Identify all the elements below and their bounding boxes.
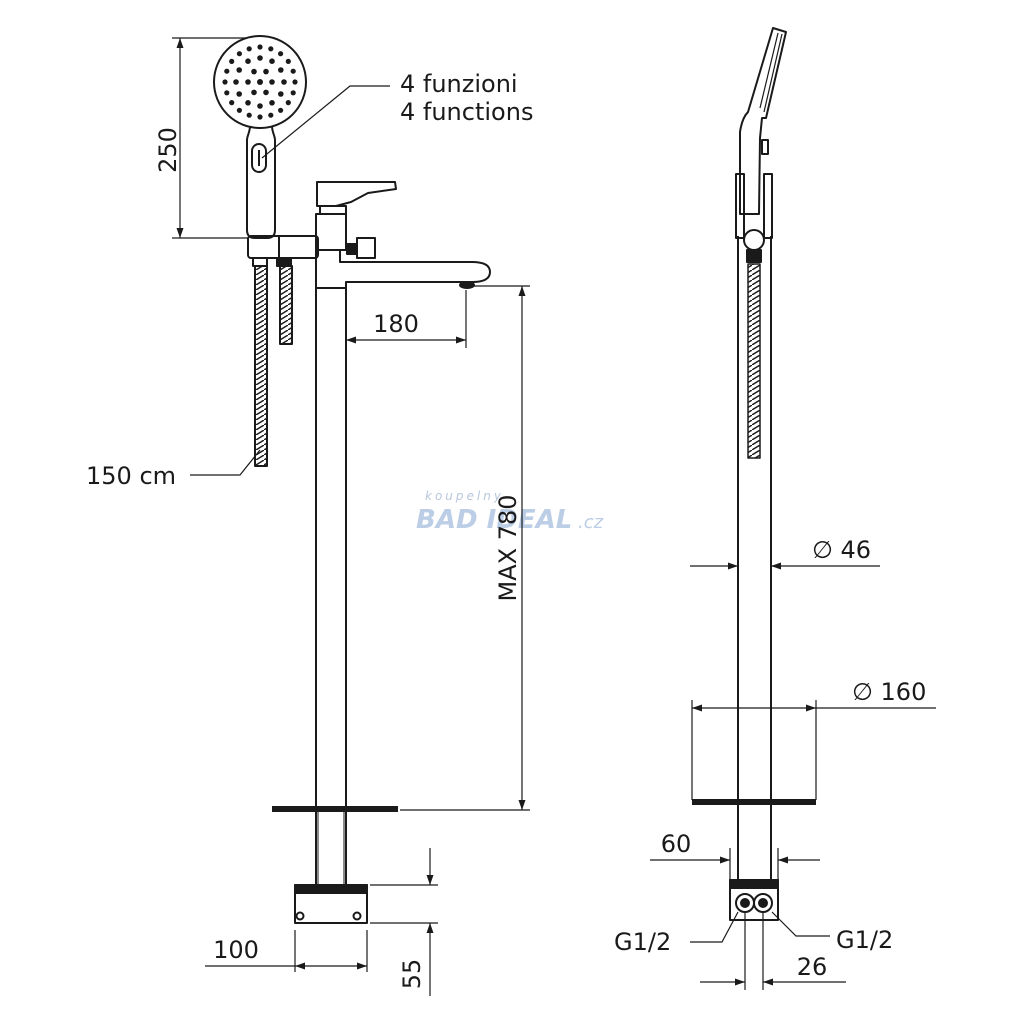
side-view — [692, 27, 816, 921]
handshower-height-label: 250 — [154, 127, 182, 173]
watermark-top-text: koupelny — [425, 489, 504, 503]
front-view — [213, 35, 491, 924]
shower-holder — [247, 235, 319, 267]
functions-english-label: 4 functions — [400, 98, 533, 126]
labels: 4 funzioni 4 functions 150 cm 250 180 MA… — [86, 70, 926, 989]
spout-aerator — [459, 281, 475, 289]
base-height-label: 55 — [398, 959, 426, 990]
side-floor-plate — [692, 799, 816, 805]
main-column — [315, 288, 347, 808]
connection-right-label: G1/2 — [836, 926, 893, 954]
side-under-floor-pipe — [737, 805, 772, 880]
tube-diameter-label: ∅ 46 — [812, 536, 871, 564]
connection-left-label: G1/2 — [614, 928, 671, 956]
shower-nozzles — [222, 44, 298, 120]
base-width-label: 100 — [213, 936, 259, 964]
side-dimensions — [650, 562, 936, 990]
connection-pipe — [279, 265, 293, 345]
hand-shower-head — [213, 35, 307, 239]
diverter-knob — [346, 237, 376, 259]
floor-plate — [272, 806, 398, 812]
pipe-width-label: 60 — [661, 830, 692, 858]
hand-shower-side — [739, 27, 787, 215]
shower-hose — [254, 265, 268, 467]
connection-spacing-label: 26 — [797, 953, 828, 981]
max-height-label: MAX 780 — [494, 494, 522, 601]
front-dimensions — [172, 37, 530, 996]
watermark-brand-text: BAD IDEAL — [416, 505, 572, 535]
hose-length-label: 150 cm — [86, 462, 176, 490]
under-floor-pipe — [315, 812, 347, 885]
side-shower-hose — [747, 263, 761, 459]
mounting-box — [294, 884, 368, 924]
side-shower-holder — [735, 173, 773, 263]
functions-italian-label: 4 funzioni — [400, 70, 518, 98]
watermark-suffix-text: .cz — [578, 512, 604, 533]
spout-reach-label: 180 — [373, 310, 419, 338]
watermark: koupelny BAD IDEAL .cz — [416, 489, 604, 535]
plate-diameter-label: ∅ 160 — [852, 678, 926, 706]
side-connection-box — [729, 879, 779, 921]
